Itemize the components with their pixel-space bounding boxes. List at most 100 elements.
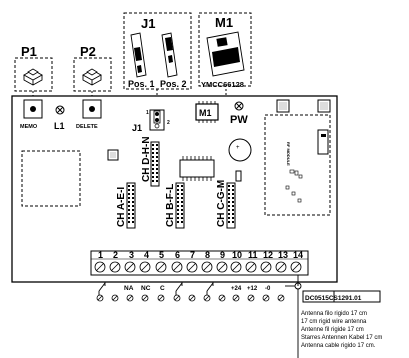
p2-callout: P2 — [73, 44, 112, 100]
ch-aei-label: CH A-E-I — [116, 187, 127, 227]
terminal-label-c: C — [160, 285, 165, 292]
terminal-number: 3 — [129, 250, 134, 260]
j1-title: J1 — [141, 16, 155, 31]
jumper-pos2-icon — [161, 32, 178, 78]
l1-label: L1 — [54, 121, 65, 131]
terminal-screw-icon — [203, 294, 211, 302]
p1-button[interactable] — [23, 99, 43, 119]
m1-board-label: M1 — [199, 108, 212, 118]
terminal-screw-icon — [260, 261, 272, 273]
terminal-screw-icon — [157, 294, 165, 302]
terminal-screw-icon — [275, 261, 287, 273]
connector-ch-dhn — [150, 141, 160, 187]
pw-label: PW — [230, 114, 248, 126]
terminal-screws — [96, 294, 285, 302]
terminal-screw-icon — [245, 261, 257, 273]
terminal-number: 11 — [248, 250, 258, 260]
board-code-box — [302, 290, 381, 303]
terminal-screw-icon — [171, 261, 183, 273]
terminal-label-plus12: +12 — [247, 286, 258, 292]
rf-module — [264, 114, 331, 216]
terminal-screw-icon — [141, 294, 149, 302]
terminal-screw-icon — [109, 261, 121, 273]
terminal-screw-icon — [111, 294, 119, 302]
terminal-screw-icon — [262, 294, 270, 302]
m1-module-icon — [206, 31, 245, 77]
terminal-block — [90, 250, 309, 276]
antenna-note: Antenne fil rigide 17 cm — [301, 327, 364, 333]
p1-label: MEMO — [20, 124, 38, 130]
p2-title: P2 — [80, 44, 96, 59]
relay-contacts — [98, 282, 214, 296]
jumper-pos2-label: Pos. 2 — [160, 79, 187, 89]
terminal-screw-icon — [201, 261, 213, 273]
j1-callout: J1 Pos. 1 Pos. 2 — [123, 12, 192, 110]
terminal-screw-icon — [230, 261, 242, 273]
m1-callout: M1 YMCC66128 — [198, 12, 252, 100]
rf-module-label: RF MODULE — [286, 142, 291, 166]
capacitor: + — [228, 138, 252, 162]
board-code: DC0515CS1291.01 — [305, 295, 362, 302]
connector-ch-cgm — [226, 182, 236, 229]
p1-button-icon — [23, 68, 43, 86]
terminal-number: 14 — [293, 250, 303, 260]
j1-board-label: J1 — [132, 123, 142, 133]
connector-ch-bfl — [175, 182, 185, 229]
terminal-screw-icon — [124, 261, 136, 273]
terminal-label-plus24: +24 — [231, 286, 242, 292]
antenna-note: Antenna cable rigido 17 cm. — [301, 343, 376, 349]
terminal-screw-icon — [155, 261, 167, 273]
antenna-note: 17 cm rigid wire antenna — [301, 319, 367, 325]
p2-button[interactable] — [82, 99, 102, 119]
j1-jumper-header[interactable] — [149, 109, 165, 131]
terminal-screw-icon — [188, 294, 196, 302]
jumper-pos1-label: Pos. 1 — [128, 79, 155, 89]
terminal-screw-icon — [126, 294, 134, 302]
ch-dhn-label: CH D-H-N — [141, 136, 152, 182]
terminal-number: 4 — [144, 250, 149, 260]
m1-code: YMCC66128 — [201, 80, 244, 89]
terminal-number: 10 — [232, 250, 242, 260]
antenna-wire — [285, 275, 302, 358]
terminal-numbers: 1 2 3 4 5 6 7 8 9 10 11 12 13 14 — [98, 250, 303, 260]
jumper-pos1-icon — [130, 32, 147, 78]
terminal-screw-icon — [186, 261, 198, 273]
terminal-screw-icon — [247, 294, 255, 302]
terminal-screw-icon — [290, 261, 302, 273]
p1-callout: P1 — [14, 44, 53, 100]
l1-led-icon — [55, 105, 65, 115]
terminal-screw-icon — [139, 261, 151, 273]
empty-area — [21, 150, 81, 207]
terminal-screw-icon — [173, 294, 181, 302]
terminal-screw-icon — [277, 294, 285, 302]
terminal-label-nc: NC — [141, 285, 151, 292]
terminal-screw-icon — [218, 294, 226, 302]
j1-pin1: 1 — [146, 110, 149, 116]
ic-chip — [179, 156, 215, 181]
terminal-screws — [94, 261, 302, 273]
svg-text:+: + — [236, 145, 240, 151]
terminal-screw-icon — [94, 261, 106, 273]
terminal-screw-icon — [96, 294, 104, 302]
terminal-number: 2 — [113, 250, 118, 260]
antenna-note: Starres Antennen Kabel 17 cm — [301, 335, 382, 341]
terminal-number: 9 — [220, 250, 225, 260]
p2-button-icon — [82, 68, 102, 86]
small-component — [235, 170, 242, 182]
p2-label: DELETE — [76, 124, 98, 130]
antenna-note: Antenna filo rigido 17 cm — [301, 311, 367, 317]
terminal-number: 5 — [159, 250, 164, 260]
j1-pin2: 2 — [167, 120, 170, 126]
terminal-number: 12 — [263, 250, 273, 260]
terminal-label-na: NA — [124, 285, 134, 292]
ch-cgm-label: CH C-G-M — [216, 180, 227, 227]
antenna-notes: Antenna filo rigido 17 cm 17 cm rigid wi… — [301, 311, 382, 349]
terminal-label-zero: -0 — [265, 286, 271, 292]
terminal-number: 1 — [98, 250, 103, 260]
m1-title: M1 — [215, 15, 233, 30]
connector-ch-aei — [126, 182, 136, 229]
pw-led-icon — [234, 101, 244, 111]
terminal-number: 6 — [175, 250, 180, 260]
p1-title: P1 — [21, 44, 37, 59]
